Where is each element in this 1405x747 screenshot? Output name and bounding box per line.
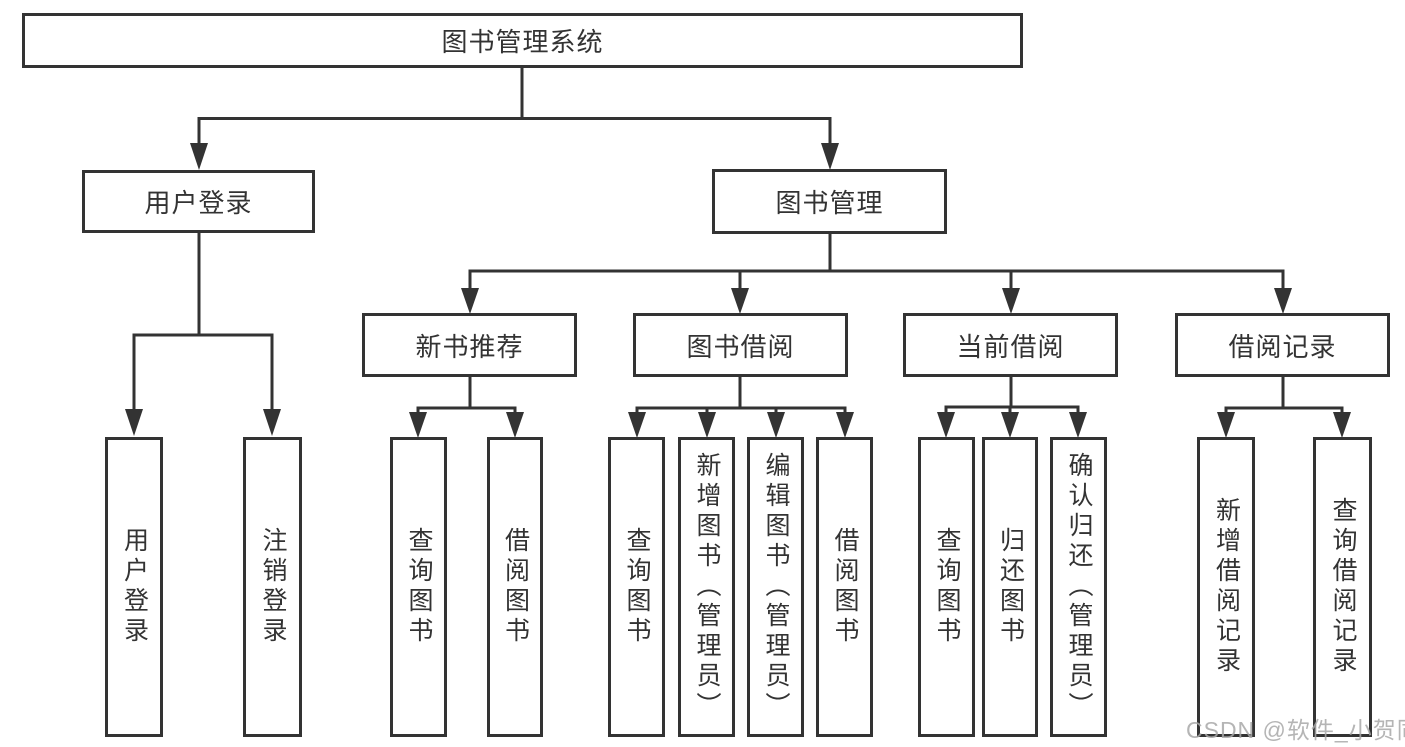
- node-root-system-label: 图书管理系统: [441, 27, 604, 57]
- leaf-borrow-books-recommend-label: 借阅图书: [501, 527, 530, 647]
- leaf-user-login: 用户登录: [105, 437, 163, 737]
- arrowhead-icons: [125, 143, 1351, 438]
- leaf-query-books-recommend-label: 查询图书: [405, 527, 433, 647]
- node-new-book-recommend-label: 新书推荐: [415, 331, 524, 362]
- leaf-query-books-current-label: 查询图书: [933, 527, 961, 647]
- leaf-user-login-label: 用户登录: [120, 527, 149, 647]
- leaf-borrow-books-borrowing: 借阅图书: [816, 437, 873, 737]
- leaf-add-book-admin: 新增图书（管理员）: [678, 437, 735, 737]
- leaf-logout: 注销登录: [243, 437, 302, 737]
- leaf-query-books-borrowing: 查询图书: [608, 437, 665, 737]
- node-user-login-label: 用户登录: [144, 188, 253, 218]
- leaf-add-book-admin-label: 新增图书（管理员）: [693, 452, 721, 722]
- node-borrow-records: 借阅记录: [1175, 313, 1390, 377]
- csdn-watermark: CSDN @软件_小贺同学: [1186, 717, 1405, 743]
- leaf-edit-book-admin: 编辑图书（管理员）: [747, 437, 804, 737]
- leaf-logout-label: 注销登录: [259, 527, 287, 647]
- leaf-return-books: 归还图书: [982, 437, 1038, 737]
- leaf-add-borrow-record: 新增借阅记录: [1197, 437, 1255, 737]
- node-book-borrowing-label: 图书借阅: [686, 331, 795, 362]
- leaf-query-books-borrowing-label: 查询图书: [623, 527, 651, 647]
- node-current-borrowing-label: 当前借阅: [956, 331, 1065, 362]
- node-current-borrowing: 当前借阅: [903, 313, 1118, 377]
- leaf-query-books-recommend: 查询图书: [390, 437, 447, 737]
- node-book-borrowing: 图书借阅: [633, 313, 848, 377]
- leaf-query-books-current: 查询图书: [918, 437, 975, 737]
- leaf-return-books-label: 归还图书: [996, 527, 1025, 647]
- leaf-add-borrow-record-label: 新增借阅记录: [1212, 497, 1241, 677]
- leaf-edit-book-admin-label: 编辑图书（管理员）: [762, 452, 790, 722]
- leaf-query-borrow-record: 查询借阅记录: [1313, 437, 1372, 737]
- node-root-system: 图书管理系统: [22, 13, 1023, 68]
- node-new-book-recommend: 新书推荐: [362, 313, 577, 377]
- node-borrow-records-label: 借阅记录: [1228, 331, 1337, 362]
- leaf-borrow-books-borrowing-label: 借阅图书: [831, 527, 859, 647]
- leaf-confirm-return-admin-label: 确认归还（管理员）: [1065, 452, 1093, 722]
- leaf-confirm-return-admin: 确认归还（管理员）: [1050, 437, 1107, 737]
- node-book-management: 图书管理: [712, 169, 947, 234]
- leaf-borrow-books-recommend: 借阅图书: [487, 437, 543, 737]
- leaf-query-borrow-record-label: 查询借阅记录: [1329, 497, 1357, 677]
- node-book-management-label: 图书管理: [775, 188, 884, 218]
- node-user-login: 用户登录: [82, 170, 315, 233]
